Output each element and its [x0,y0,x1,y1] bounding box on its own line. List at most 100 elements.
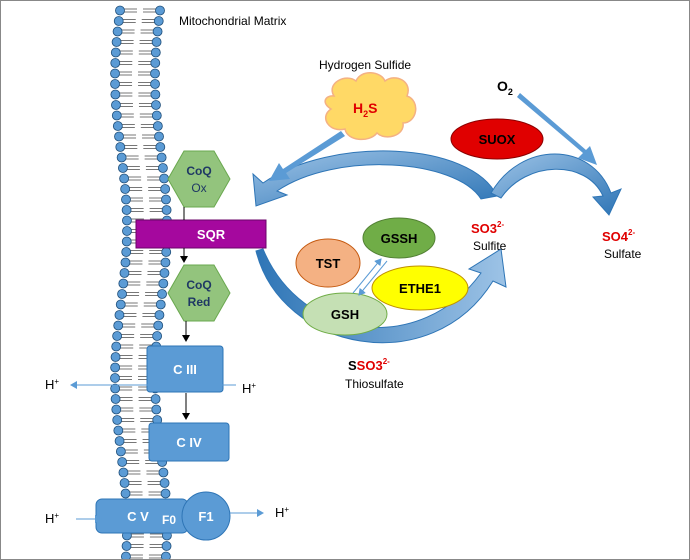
lipid-head [111,110,122,121]
lipid-head [160,488,171,499]
coq-oxidized: CoQ Ox [167,150,231,208]
lipid-head [153,16,164,26]
lipid-head [118,163,128,173]
lipid-head [110,89,121,100]
lipid-head [115,446,126,457]
lipid-head [119,268,130,278]
complex-iv: C IV [148,422,230,462]
suox-label: SUOX [479,132,516,147]
sqr-enzyme: SQR [135,219,267,249]
lipid-head [112,415,123,425]
suox-to-sulfate-curved-arrow [490,153,622,216]
lipid-head [150,47,161,58]
lipid-head [150,58,161,68]
lipid-head [111,37,122,47]
h2s-to-cycle-arrow [269,131,345,181]
svg-text:ETHE1: ETHE1 [399,281,441,296]
lipid-head [110,68,120,79]
lipid-head [111,404,122,415]
lipid-head [151,404,162,415]
lipid-head [122,215,132,226]
lipid-head [110,352,121,362]
complex-iii: C III [146,345,224,393]
lipid-head [121,247,132,257]
lipid-head [121,551,131,559]
lipid-head [160,184,171,194]
lipid-head [110,383,121,394]
lipid-head [110,394,121,404]
lipid-head [161,194,171,205]
svg-text:C III: C III [173,362,197,377]
lipid-head [119,173,130,184]
svg-text:CoQ: CoQ [186,164,211,178]
hydrogen-sulfide-cloud [324,72,417,141]
lipid-head [161,247,172,257]
lipid-head [115,142,126,152]
lipid-head [159,268,170,278]
tst-enzyme: TST [295,238,361,288]
lipid-head [112,121,123,131]
lipid-head [152,331,163,341]
lipid-head [158,467,169,478]
lipid-head [150,394,161,404]
thiosulfate-label: Thiosulfate [345,377,404,391]
svg-text:Red: Red [188,295,211,309]
sulfate-formula: SO42- [602,228,635,244]
lipid-bilayer-membrane [110,5,172,559]
lipid-head [110,58,121,68]
lipid-head [161,205,172,215]
proton-label: H+ [45,511,59,526]
lipid-head [153,320,164,331]
lipid-head [120,184,131,194]
lipid-head [152,121,163,131]
svg-text:F1: F1 [198,509,213,524]
lipid-head [155,142,166,152]
o2-to-sulfate-arrow [517,93,597,165]
coq-reduced: CoQ Red [167,264,231,322]
lipid-head [114,131,124,142]
lipid-head [150,79,160,89]
svg-text:CoQ: CoQ [186,278,211,292]
lipid-head [151,37,162,47]
lipid-head [113,16,124,26]
lipid-head [156,152,167,163]
lipid-head [121,205,132,215]
mitochondrial-matrix-label: Mitochondrial Matrix [179,14,286,28]
lipid-head [121,236,132,247]
lipid-head [111,100,121,110]
lipid-head [151,110,162,121]
lipid-head [161,551,171,559]
ethe1-enzyme: ETHE1 [371,265,469,311]
lipid-head [112,331,123,341]
lipid-head [111,341,122,352]
sulfate-label: Sulfate [604,247,642,261]
sulfide-oxidation-curved-arrow [252,150,498,207]
gsh-molecule: GSH [302,292,388,336]
svg-text:C IV: C IV [176,435,202,450]
lipid-head [155,5,165,16]
lipid-head [115,5,125,16]
lipid-head [110,373,120,383]
suox-enzyme: SUOX [450,118,544,160]
lipid-head [114,436,125,446]
lipid-head [159,173,170,184]
lipid-head [154,131,164,142]
thiosulfate-formula: SSO32- [348,357,390,373]
hydrogen-sulfide-label: Hydrogen Sulfide [319,58,411,72]
lipid-head [159,478,170,488]
lipid-head [120,488,131,499]
lipid-head [154,310,165,320]
gssh-molecule: GSSH [362,217,436,259]
svg-text:F0: F0 [162,513,176,527]
lipid-head [116,152,127,163]
lipid-head [120,257,131,268]
svg-text:SQR: SQR [197,227,226,242]
lipid-head [110,79,120,89]
svg-text:C V: C V [127,509,149,524]
lipid-head [118,467,129,478]
lipid-head [158,163,168,173]
lipid-head [155,299,166,310]
svg-text:TST: TST [316,256,341,271]
lipid-head [119,478,130,488]
